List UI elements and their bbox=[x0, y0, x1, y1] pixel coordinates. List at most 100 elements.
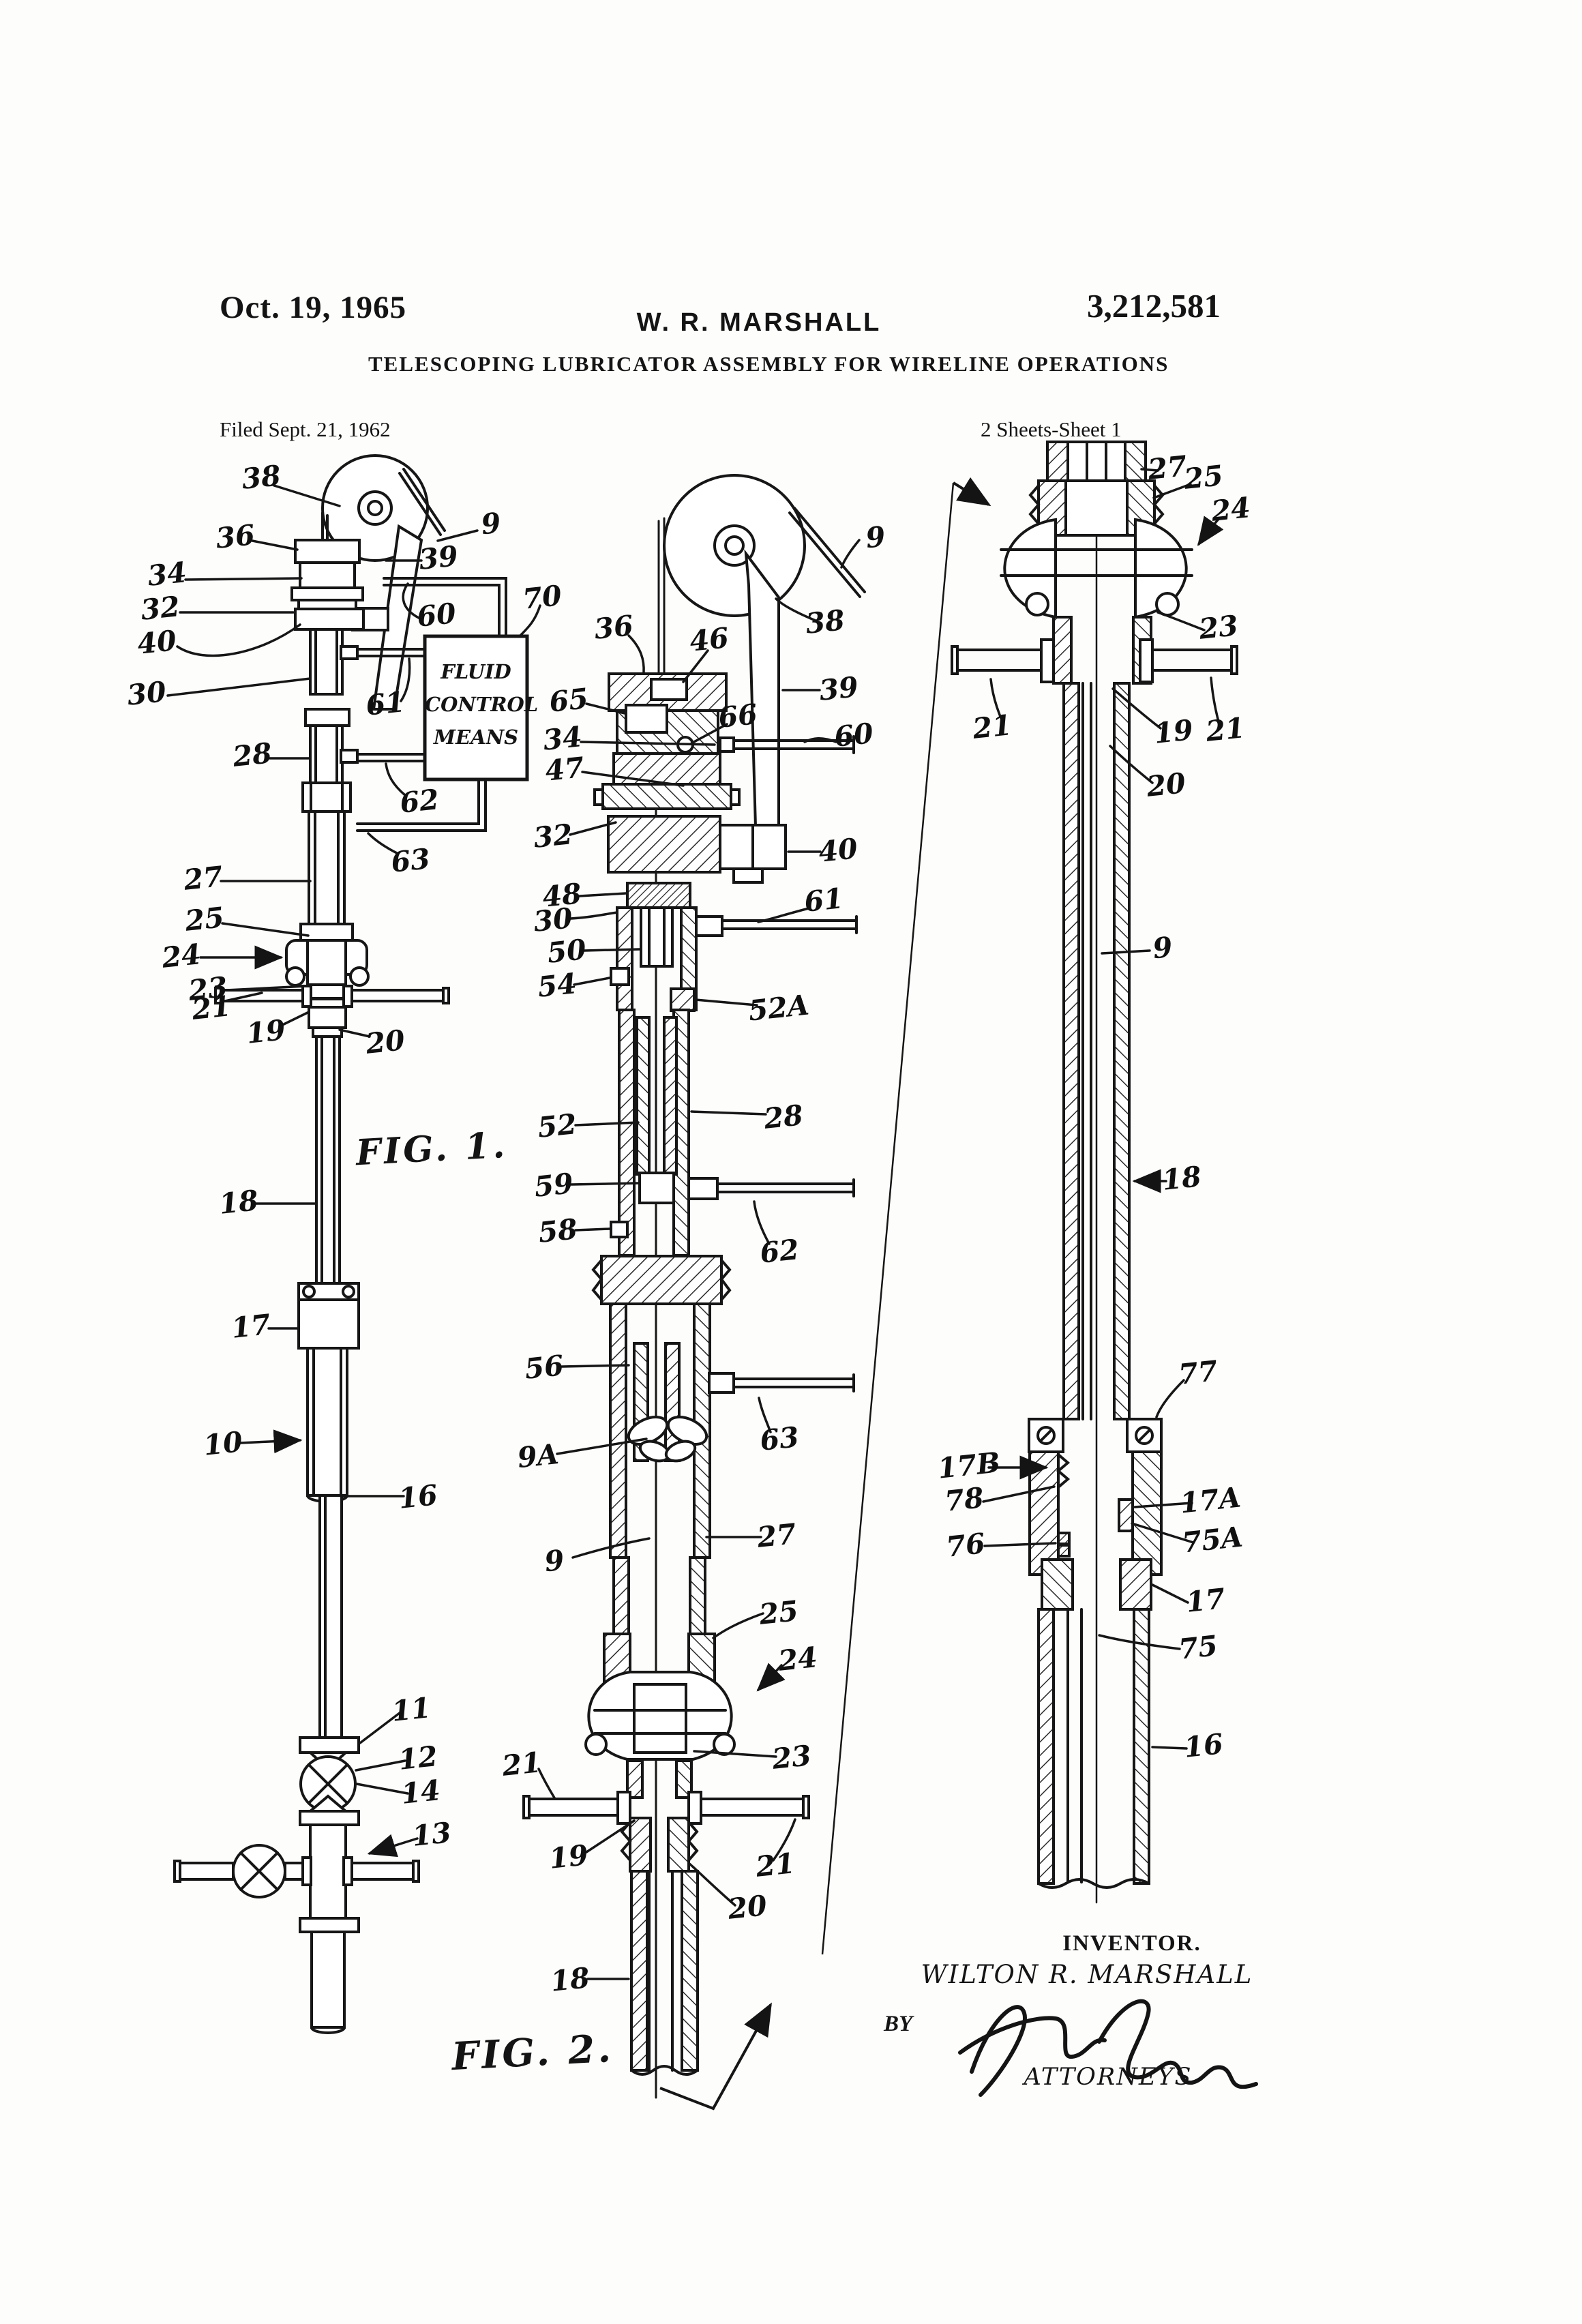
fig1-caption: FIG. 1. bbox=[355, 1124, 509, 1174]
ref-numeral-11: 11 bbox=[390, 1691, 432, 1728]
ref-numeral-9: 9 bbox=[864, 520, 887, 555]
fig1-valve-assembly bbox=[173, 1736, 420, 2034]
fig1-side-pipes bbox=[214, 985, 450, 1038]
ref-numeral-21: 21 bbox=[501, 1746, 543, 1783]
ref-numeral-9: 9 bbox=[543, 1543, 566, 1579]
fig3-lower-tube bbox=[1037, 1608, 1150, 1889]
ref-numeral-50: 50 bbox=[546, 933, 588, 970]
fig2-bottom-union bbox=[522, 1556, 810, 1873]
ref-numeral-17A: 17A bbox=[1178, 1480, 1242, 1520]
ref-numeral-9: 9 bbox=[479, 506, 503, 541]
ref-numeral-16: 16 bbox=[397, 1478, 439, 1515]
fig1-drawing bbox=[173, 454, 529, 2034]
ref-numeral-38: 38 bbox=[804, 604, 846, 640]
ref-numeral-25: 25 bbox=[183, 901, 226, 938]
fig2-barrel-upper bbox=[610, 906, 858, 1012]
ref-numeral-25: 25 bbox=[1182, 459, 1225, 496]
ref-numeral-70: 70 bbox=[521, 579, 563, 616]
ref-numeral-18: 18 bbox=[1161, 1160, 1203, 1197]
attorneys-label: ATTORNEYS bbox=[1024, 2064, 1193, 2091]
filed-date: Filed Sept. 21, 1962 bbox=[220, 417, 391, 441]
ref-numeral-17: 17 bbox=[1184, 1582, 1227, 1619]
ref-numeral-32: 32 bbox=[139, 590, 181, 627]
ref-numeral-9: 9 bbox=[1151, 930, 1174, 966]
ref-numeral-18: 18 bbox=[549, 1961, 591, 1998]
ref-numeral-60: 60 bbox=[415, 597, 458, 634]
ref-numeral-61: 61 bbox=[803, 882, 845, 919]
fig1-lower-tubes bbox=[297, 1035, 360, 1739]
ref-numeral-56: 56 bbox=[523, 1349, 565, 1386]
fluid-box-line: CONTROL bbox=[425, 693, 539, 716]
ref-numeral-21: 21 bbox=[190, 989, 233, 1026]
ref-numeral-66: 66 bbox=[717, 698, 759, 734]
ref-numeral-19: 19 bbox=[245, 1013, 287, 1050]
fig1-tube-sections bbox=[299, 628, 359, 942]
ref-numeral-63: 63 bbox=[389, 842, 432, 879]
ref-numeral-28: 28 bbox=[762, 1099, 805, 1135]
ref-numeral-46: 46 bbox=[688, 621, 730, 658]
fig3-drawing bbox=[951, 441, 1238, 1904]
ref-numeral-16: 16 bbox=[1182, 1727, 1225, 1764]
ref-numeral-24: 24 bbox=[160, 938, 203, 974]
ref-numeral-24: 24 bbox=[1210, 491, 1252, 528]
ref-numeral-21: 21 bbox=[1204, 711, 1247, 748]
patent-number: 3,212,581 bbox=[1087, 287, 1221, 325]
ref-numeral-10: 10 bbox=[202, 1425, 244, 1462]
ref-numeral-62: 62 bbox=[758, 1233, 801, 1270]
ref-numeral-78: 78 bbox=[943, 1481, 985, 1518]
fluid-box-line: MEANS bbox=[433, 726, 519, 749]
fig2-sheave bbox=[663, 474, 806, 828]
ref-numeral-65: 65 bbox=[548, 682, 590, 719]
ref-numeral-36: 36 bbox=[214, 518, 256, 555]
ref-numeral-76: 76 bbox=[944, 1527, 987, 1564]
ref-numeral-19: 19 bbox=[1152, 713, 1195, 750]
ref-numeral-40: 40 bbox=[817, 832, 859, 869]
ref-numeral-14: 14 bbox=[400, 1774, 442, 1811]
patent-title: TELESCOPING LUBRICATOR ASSEMBLY FOR WIRE… bbox=[368, 352, 1169, 376]
ref-numeral-12: 12 bbox=[397, 1740, 439, 1776]
ref-numeral-23: 23 bbox=[771, 1739, 813, 1776]
ref-numeral-62: 62 bbox=[398, 783, 441, 820]
ref-numeral-30: 30 bbox=[125, 675, 168, 712]
ref-numeral-36: 36 bbox=[593, 609, 635, 646]
fig1-union bbox=[285, 939, 370, 1000]
ref-numeral-77: 77 bbox=[1177, 1354, 1219, 1391]
ref-numeral-27: 27 bbox=[1146, 449, 1189, 486]
ref-numeral-39: 39 bbox=[417, 539, 460, 576]
ref-numeral-61: 61 bbox=[364, 685, 406, 722]
ref-numeral-32: 32 bbox=[532, 818, 574, 854]
ref-numeral-21: 21 bbox=[754, 1847, 796, 1883]
detail-callout-lines bbox=[659, 477, 991, 2111]
ref-numeral-23: 23 bbox=[1197, 609, 1240, 646]
ref-numeral-21: 21 bbox=[971, 709, 1013, 745]
sheet-info: 2 Sheets-Sheet 1 bbox=[981, 417, 1122, 441]
ref-numeral-39: 39 bbox=[818, 670, 860, 707]
fig1-head-stack bbox=[290, 539, 365, 631]
inventor-header: W. R. MARSHALL bbox=[636, 308, 882, 337]
inventor-label: INVENTOR. bbox=[1062, 1931, 1202, 1956]
ref-numeral-24: 24 bbox=[777, 1641, 819, 1678]
ref-numeral-17: 17 bbox=[230, 1308, 272, 1345]
ref-numeral-58: 58 bbox=[537, 1212, 579, 1249]
signature bbox=[958, 1999, 1258, 2097]
ref-numeral-54: 54 bbox=[536, 967, 578, 1004]
fig2-tubing bbox=[630, 1870, 699, 2076]
ref-numeral-9A: 9A bbox=[516, 1437, 561, 1475]
ref-numeral-18: 18 bbox=[218, 1184, 260, 1221]
fluid-control-box bbox=[356, 577, 529, 832]
ref-numeral-52A: 52A bbox=[747, 988, 811, 1028]
ref-numeral-59: 59 bbox=[533, 1167, 575, 1204]
ref-numeral-17B: 17B bbox=[936, 1446, 1002, 1485]
fig3-main-tube bbox=[1062, 682, 1131, 1420]
ref-numeral-20: 20 bbox=[364, 1024, 406, 1060]
fig3-packing-gland bbox=[1028, 1418, 1163, 1611]
patent-date: Oct. 19, 1965 bbox=[220, 290, 407, 325]
ref-numeral-75A: 75A bbox=[1180, 1520, 1244, 1560]
ref-numeral-52: 52 bbox=[536, 1107, 578, 1144]
fig2-barrel-lower bbox=[609, 1302, 855, 1559]
ref-numeral-75: 75 bbox=[1177, 1629, 1219, 1666]
ref-numeral-20: 20 bbox=[726, 1889, 768, 1926]
ref-numeral-27: 27 bbox=[756, 1517, 798, 1554]
leader-lines bbox=[166, 468, 1224, 1980]
fig2-telescope bbox=[591, 1009, 855, 1305]
